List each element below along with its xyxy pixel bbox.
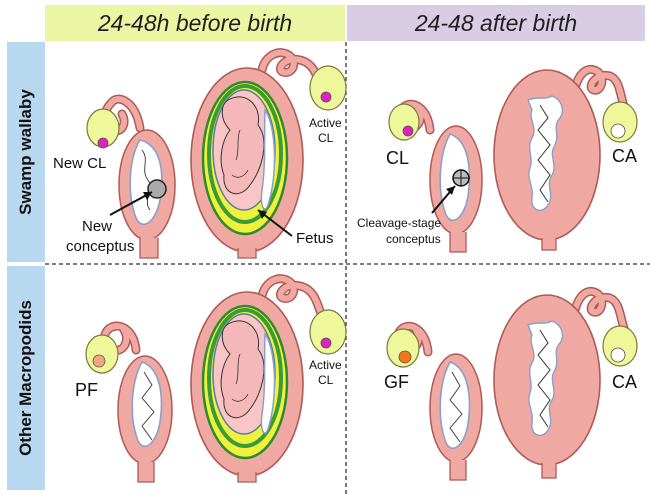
new-conceptus bbox=[148, 180, 166, 198]
panel-swamp-before bbox=[87, 53, 346, 258]
preovulatory-follicle bbox=[93, 355, 105, 367]
ovary-active-cl-bl bbox=[310, 310, 346, 354]
label-ca-bottom: CA bbox=[612, 372, 637, 393]
label-ca-top: CA bbox=[612, 146, 637, 167]
corpus-luteum-magenta bbox=[98, 138, 108, 148]
label-active-cl-b-line2: CL bbox=[318, 373, 333, 387]
cl-magenta-tr bbox=[403, 126, 413, 136]
ovary-cl-tr bbox=[389, 104, 419, 140]
label-active-cl-b-line1: Active bbox=[309, 358, 342, 372]
label-new-conceptus-line1: New bbox=[82, 218, 112, 235]
ovary-active-cl bbox=[310, 66, 346, 110]
label-active-cl-line2: CL bbox=[318, 131, 333, 145]
ovary-ca-br bbox=[603, 326, 637, 366]
label-active-cl-line1: Active bbox=[309, 116, 342, 130]
label-new-cl: New CL bbox=[53, 155, 106, 172]
corpus-albicans-tr bbox=[611, 124, 625, 138]
corpus-albicans-br bbox=[611, 348, 625, 362]
label-new-conceptus-line2: conceptus bbox=[66, 238, 134, 255]
active-corpus-luteum-bl bbox=[321, 338, 331, 348]
ovary-ca-tr bbox=[603, 102, 637, 142]
ovary-gf-br bbox=[387, 329, 419, 367]
label-gf: GF bbox=[384, 372, 409, 393]
panel-other-before bbox=[86, 279, 346, 482]
active-corpus-luteum bbox=[321, 92, 331, 102]
label-cl: CL bbox=[386, 148, 409, 169]
label-pf: PF bbox=[75, 380, 98, 401]
graafian-follicle bbox=[399, 351, 411, 363]
ovary-pf-bl bbox=[86, 335, 118, 373]
panel-other-after bbox=[387, 291, 637, 480]
label-cleavage-line2: conceptus bbox=[386, 232, 441, 246]
label-cleavage-line1: Cleavage-stage bbox=[357, 216, 441, 230]
ovary-new-cl bbox=[87, 109, 119, 148]
label-fetus: Fetus bbox=[296, 230, 334, 247]
